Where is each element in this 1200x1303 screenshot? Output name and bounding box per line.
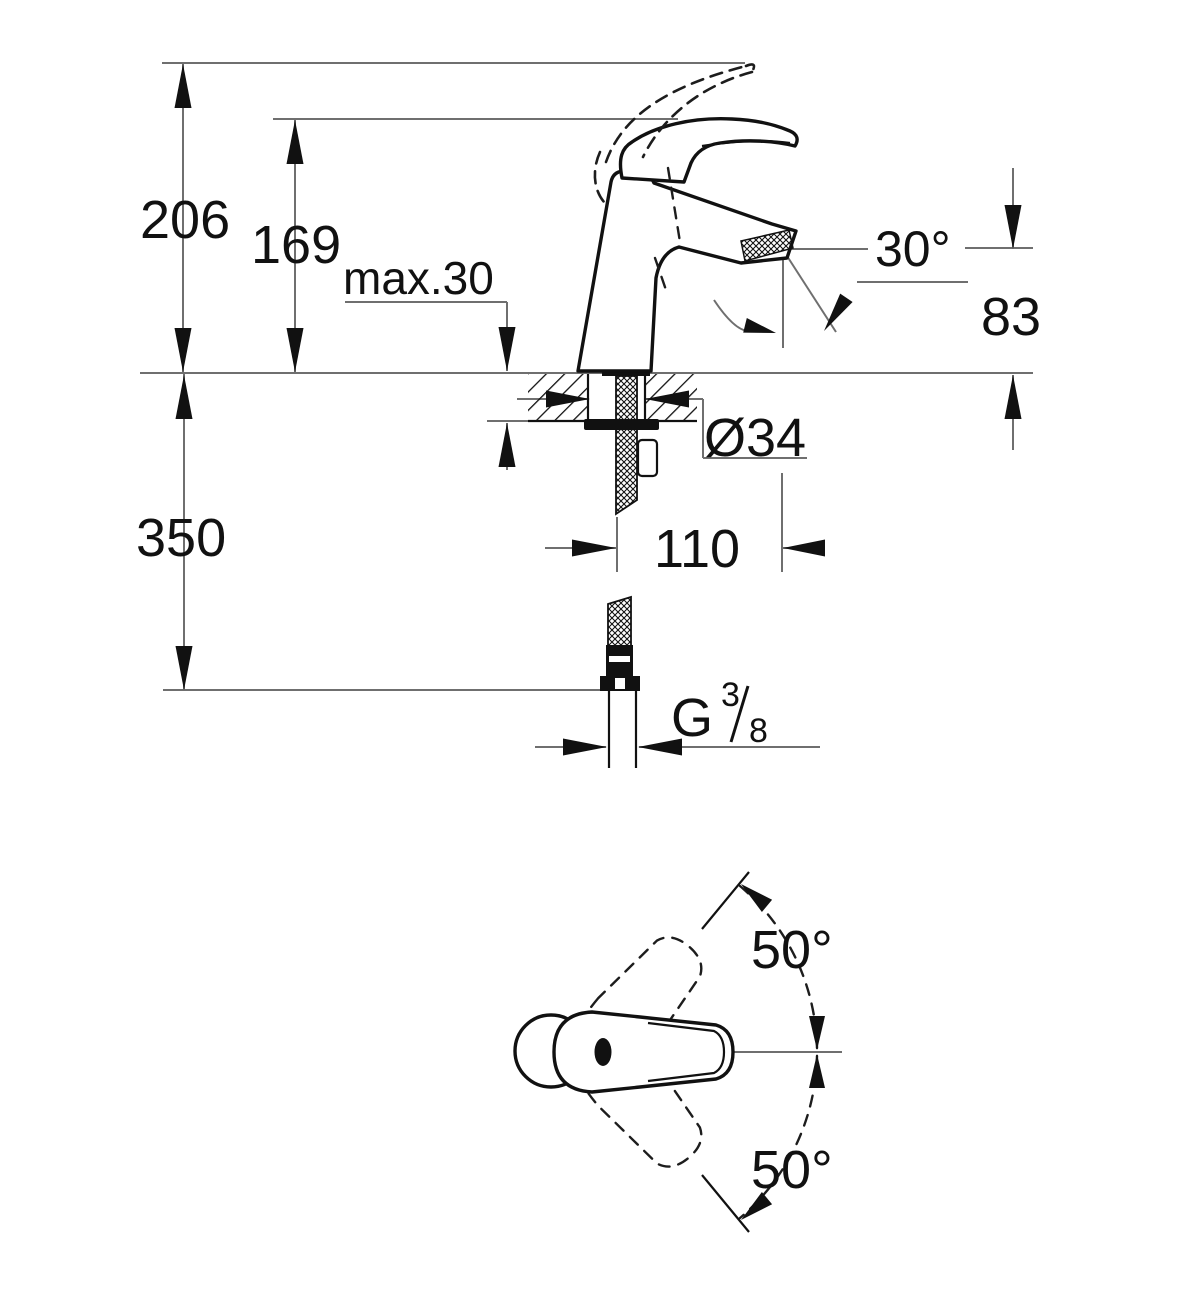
dimension-arrows — [174, 64, 1022, 756]
top-view: 50° 50° — [513, 871, 842, 1233]
lever-dot — [594, 1038, 612, 1066]
thread-letter: G — [671, 688, 713, 748]
threaded-shank — [615, 375, 638, 516]
dim-30deg-label: 30° — [875, 221, 951, 277]
lever-top — [552, 1010, 735, 1094]
dim-dia34-label: Ø34 — [704, 408, 806, 468]
lever-open-dashed — [593, 63, 756, 292]
dim-110-label: 110 — [654, 519, 740, 579]
swivel-up-label: 50° — [751, 920, 833, 980]
mounting-deck — [528, 374, 697, 423]
dim-350-label: 350 — [136, 508, 226, 568]
dim-206-label: 206 — [140, 190, 230, 250]
lever-closed — [618, 117, 799, 184]
hose-fitting — [636, 438, 659, 478]
aerator — [740, 229, 794, 262]
swivel-down-label: 50° — [751, 1140, 833, 1200]
braided-hose — [607, 595, 632, 647]
dim-83-label: 83 — [981, 287, 1041, 347]
handle-top-solid — [513, 1010, 735, 1094]
side-view-labels: 206 169 max.30 30° 83 Ø34 110 350 G 3 8 — [136, 190, 1041, 750]
supply-hose — [600, 595, 640, 768]
faucet-body — [576, 167, 798, 373]
mounting-washer — [584, 419, 659, 430]
swivel-construction — [701, 871, 842, 1233]
dim-169-label: 169 — [251, 215, 341, 275]
dim-max30-label: max.30 — [343, 252, 494, 304]
side-view: 206 169 max.30 30° 83 Ø34 110 350 G 3 8 — [136, 62, 1041, 768]
top-view-labels: 50° 50° — [751, 920, 833, 1200]
thread-denominator: 8 — [749, 712, 768, 750]
thread-size-label: G 3 8 — [671, 676, 768, 750]
thread-numerator: 3 — [721, 676, 740, 714]
